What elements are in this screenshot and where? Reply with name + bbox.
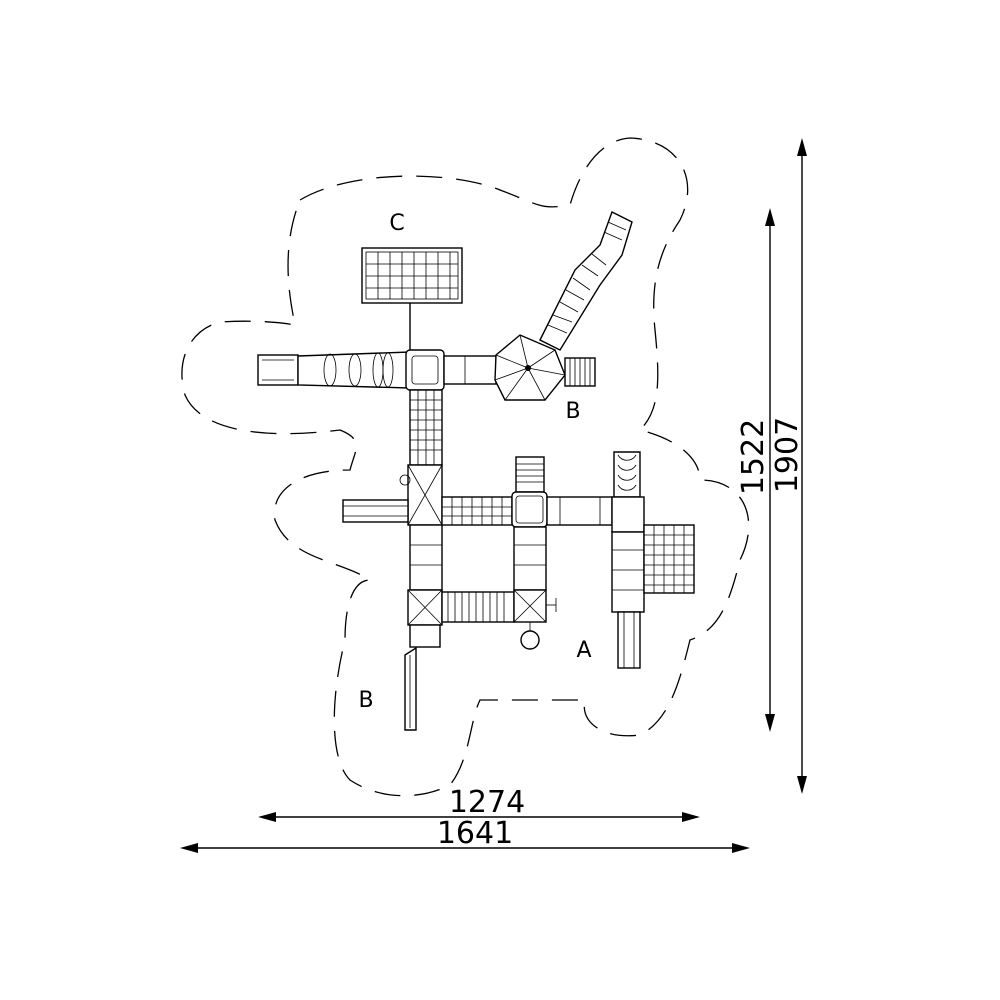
zone-label-c: C xyxy=(389,211,404,236)
climbing-ramp-vertical xyxy=(409,389,443,466)
climbing-net-right xyxy=(643,524,695,594)
hexagonal-roof xyxy=(494,334,566,401)
tunnel-middle xyxy=(513,526,547,591)
mesh-bridge xyxy=(441,496,513,526)
dimension-outer-height: 1907 xyxy=(770,417,805,493)
top-platform xyxy=(405,349,497,391)
platform-left xyxy=(399,464,443,526)
dimension-lines xyxy=(180,138,807,853)
tube-slide-diagonal xyxy=(539,211,633,351)
straight-slide-left xyxy=(342,499,409,523)
zone-label-b-top: B xyxy=(565,399,580,424)
tube-slide-left xyxy=(257,351,411,389)
bottom-bridge xyxy=(441,591,515,623)
dimension-inner-height: 1522 xyxy=(736,419,771,495)
bridge-right xyxy=(546,496,613,526)
tunnel-left xyxy=(409,524,443,591)
dimension-inner-width: 1274 xyxy=(449,785,525,820)
platform-middle xyxy=(511,491,548,528)
short-ramp-top xyxy=(515,456,545,493)
platform-bottom-middle xyxy=(513,589,557,650)
tower-right xyxy=(611,451,645,669)
zone-label-a: A xyxy=(576,638,591,663)
long-slide-bottom-left xyxy=(404,646,417,731)
climbing-net-panel xyxy=(361,247,463,350)
zone-label-b-bottom: B xyxy=(358,688,373,713)
platform-bottom-left xyxy=(407,589,443,648)
roof-ladder xyxy=(564,357,596,387)
safety-zone-outline xyxy=(181,137,750,797)
dimension-outer-width: 1641 xyxy=(437,816,513,851)
